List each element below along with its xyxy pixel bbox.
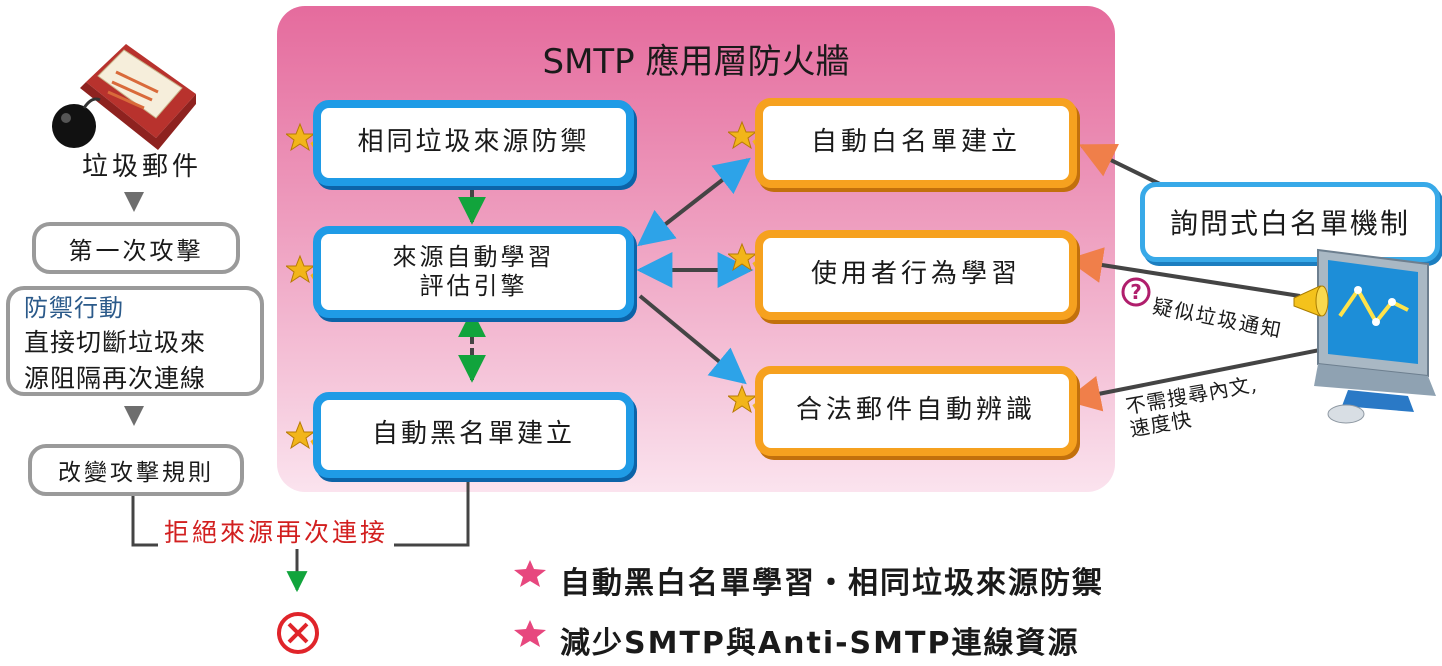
- defense-line2: 源阻隔再次連線: [24, 363, 207, 393]
- monitor-icon: [1314, 248, 1436, 424]
- first-attack-label: 第一次攻擊: [68, 236, 204, 265]
- arrow-notice-behavior: [1066, 247, 1301, 298]
- spam-mail-icon: [52, 44, 196, 150]
- down-arrow-icon: [124, 406, 144, 426]
- legit-mail-box: 合法郵件自動辨識: [755, 366, 1077, 456]
- auto-whitelist-label: 自動白名單建立: [810, 127, 1021, 158]
- arrow-engine-whitelist: [637, 157, 751, 247]
- same-source-defense-label: 相同垃圾來源防禦: [357, 127, 590, 158]
- learning-engine-line1: 來源自動學習: [392, 242, 555, 271]
- star-bullet-icon: [514, 560, 546, 587]
- defense-title: 防禦行動: [24, 293, 124, 322]
- query-whitelist-label: 詢問式白名單機制: [1169, 207, 1410, 240]
- defense-line1: 直接切斷垃圾來: [24, 327, 207, 357]
- firewall-title: SMTP 應用層防火牆: [542, 42, 850, 82]
- auto-blacklist-label: 自動黑名單建立: [371, 419, 575, 450]
- defense-action-box: 防禦行動 直接切斷垃圾來 源阻隔再次連線: [6, 286, 264, 396]
- auto-blacklist-box: 自動黑名單建立: [313, 392, 634, 478]
- same-source-defense-box: 相同垃圾來源防禦: [313, 100, 634, 186]
- auto-whitelist-box: 自動白名單建立: [755, 98, 1077, 188]
- arrow-engine-legit: [638, 294, 747, 385]
- reject-label: 拒絕來源再次連接: [158, 513, 395, 549]
- first-attack-box: 第一次攻擊: [32, 222, 240, 274]
- arrow-legit: [1064, 344, 1341, 412]
- behavior-learning-label: 使用者行為學習: [810, 259, 1021, 290]
- learning-engine-box: 來源自動學習 評估引擎: [313, 226, 634, 318]
- feature-line2: 減少SMTP與Anti-SMTP連線資源: [560, 626, 1080, 661]
- blocked-x-icon: [277, 612, 319, 654]
- behavior-learning-box: 使用者行為學習: [755, 230, 1077, 320]
- down-arrow-icon: [124, 192, 144, 212]
- feature-line1: 自動黑白名單學習・相同垃圾來源防禦: [560, 566, 1104, 601]
- star-bullet-icon: [514, 620, 546, 647]
- svg-text:?: ?: [1130, 280, 1142, 304]
- spam-mail-label: 垃圾郵件: [81, 152, 202, 182]
- legit-mail-label: 合法郵件自動辨識: [795, 395, 1036, 426]
- question-icon: ?: [1121, 277, 1151, 307]
- change-rule-box: 改變攻擊規則: [28, 444, 244, 496]
- learning-engine-line2: 評估引擎: [419, 272, 528, 300]
- change-rule-label: 改變攻擊規則: [58, 460, 214, 486]
- query-whitelist-box: 詢問式白名單機制: [1140, 182, 1440, 262]
- megaphone-icon: [1293, 285, 1329, 317]
